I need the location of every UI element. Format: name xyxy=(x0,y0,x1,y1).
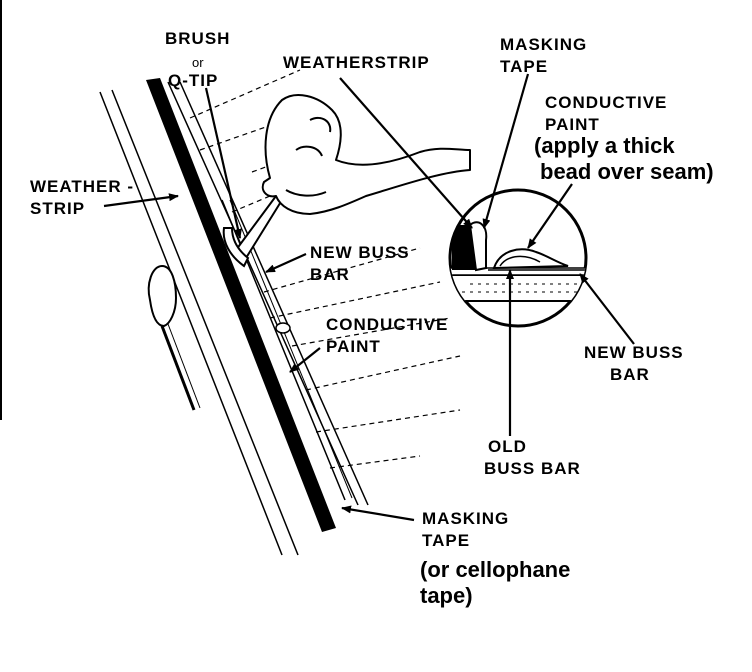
glass-grid-lines xyxy=(189,69,461,469)
arrow-new-buss-right xyxy=(579,273,635,345)
label-qtip: Q-TIP xyxy=(168,71,219,90)
arrow-brush xyxy=(204,87,242,239)
label-cellophane-note-2: tape) xyxy=(420,583,473,608)
label-conductive-paint-top-2: PAINT xyxy=(545,115,600,134)
paint-blob xyxy=(275,322,291,334)
weatherstrip-bar xyxy=(146,78,336,532)
label-new-buss-bar-mid-2: BAR xyxy=(310,265,350,284)
label-conductive-paint-mid-2: PAINT xyxy=(326,337,381,356)
arrow-conductive-mid xyxy=(289,347,321,373)
label-weather-left-2: STRIP xyxy=(30,199,86,218)
label-new-buss-bar-right-1: NEW BUSS xyxy=(584,343,684,362)
label-apply-note-2: bead over seam) xyxy=(540,159,714,184)
label-brush: BRUSH xyxy=(165,29,231,48)
label-conductive-paint-top-1: CONDUCTIVE xyxy=(545,93,668,112)
detail-inset xyxy=(448,188,588,328)
label-new-buss-bar-mid-1: NEW BUSS xyxy=(310,243,410,262)
label-cellophane-note-1: (or cellophane xyxy=(420,557,571,582)
arrow-weatherstrip-top xyxy=(339,77,473,229)
leader-lines xyxy=(103,73,635,522)
qtip-illustration xyxy=(147,264,201,411)
label-weatherstrip-top: WEATHERSTRIP xyxy=(283,53,430,72)
arrow-masking-bottom xyxy=(341,505,415,522)
arrow-new-buss-mid xyxy=(265,252,307,274)
label-masking-tape-bottom-2: TAPE xyxy=(422,531,471,550)
brush-tip xyxy=(222,227,250,268)
label-conductive-paint-mid-1: CONDUCTIVE xyxy=(326,315,449,334)
label-apply-note-1: (apply a thick xyxy=(534,133,675,158)
label-masking-tape-top-1: MASKING xyxy=(500,35,588,54)
label-or: or xyxy=(192,55,204,70)
label-new-buss-bar-right-2: BAR xyxy=(610,365,650,384)
label-old-buss-bar-2: BUSS BAR xyxy=(484,459,581,478)
label-masking-tape-top-2: TAPE xyxy=(500,57,549,76)
label-old-buss-bar-1: OLD xyxy=(488,437,527,456)
arrow-masking-top xyxy=(482,73,530,229)
arrow-conductive-top xyxy=(527,183,573,249)
arrow-weatherstrip-left xyxy=(103,193,179,208)
label-masking-tape-bottom-1: MASKING xyxy=(422,509,510,528)
hand-illustration xyxy=(235,94,471,263)
label-weather-left-1: WEATHER - xyxy=(30,177,135,196)
